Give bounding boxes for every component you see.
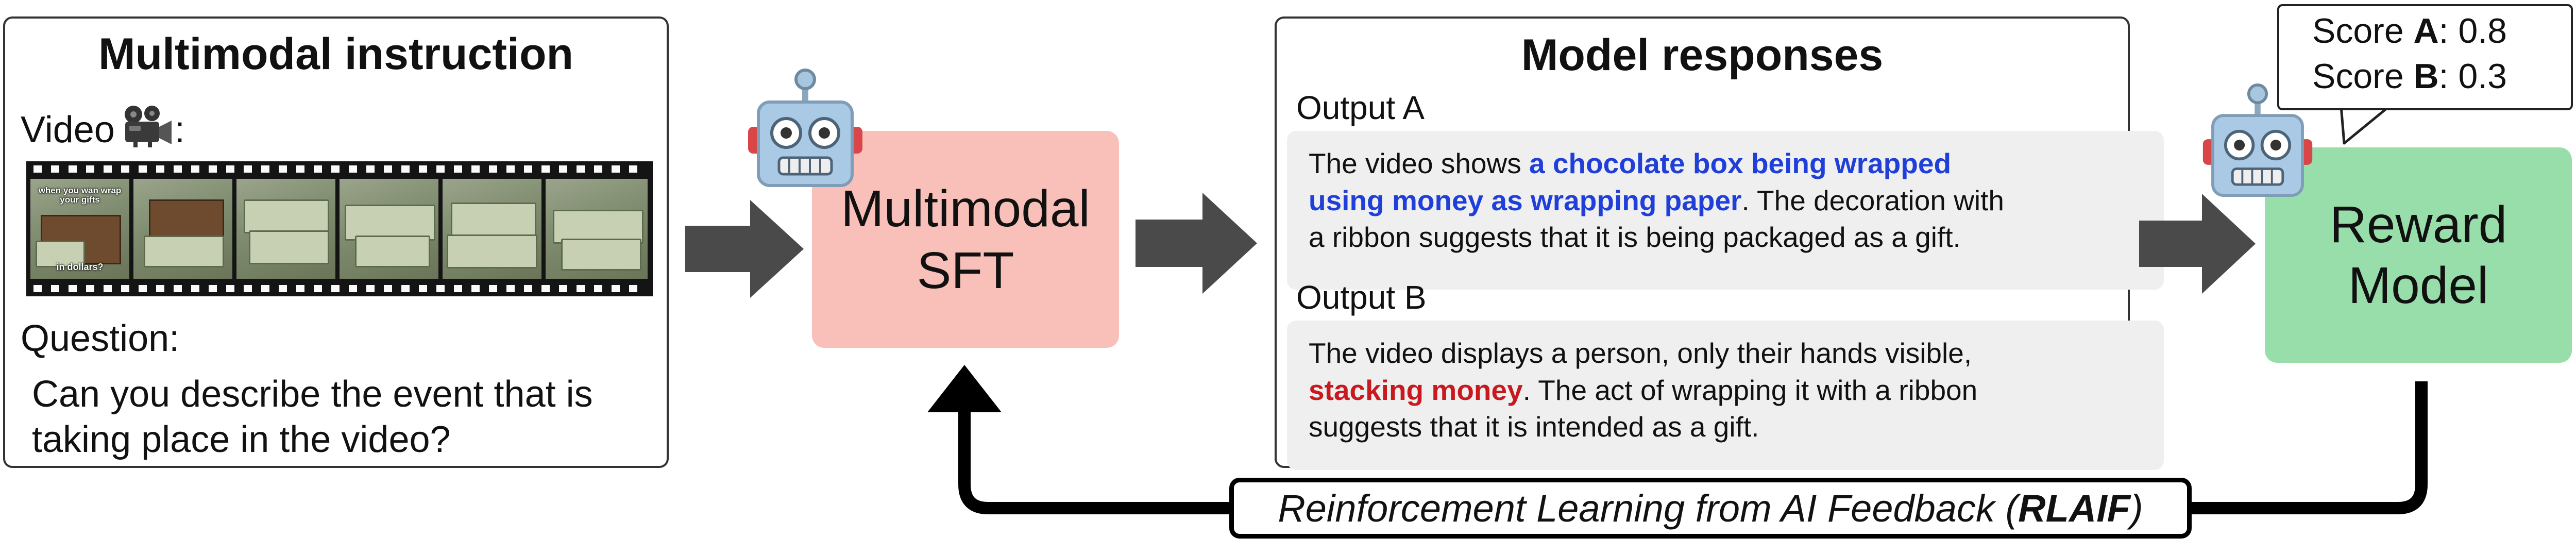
responses-panel-title: Model responses [1521,30,1884,80]
video-label-row: Video : [21,104,185,157]
score-b-value: 0.3 [2458,57,2507,96]
video-label: Video [21,109,115,150]
score-a-label: A [2413,11,2439,51]
score-b-label: B [2413,57,2439,96]
video-frame-5 [443,179,541,279]
output-b-line-3: suggests that it is intended as a gift. [1309,411,1759,443]
reward-label-line-1: Reward [2329,196,2507,254]
film-holes-top [33,165,646,173]
question-line-1: Can you describe the event that is [32,374,593,415]
reward-robot-icon [2201,79,2314,201]
question-label: Question: [21,318,180,359]
instruction-panel-title: Multimodal instruction [98,29,574,79]
multimodal-sft-box: Multimodal SFT [812,131,1119,348]
video-frame-3 [236,179,335,279]
output-a-highlight-1: a chocolate box being wrapped [1529,147,1952,179]
score-b-row: Score B: 0.3 [2312,57,2507,96]
reward-label-line-2: Model [2348,257,2489,314]
output-a-suffix: . The decoration with [1741,184,2005,216]
rlaif-close: ) [2130,486,2143,530]
rlaif-text: Reinforcement Learning from AI Feedback … [1278,486,2019,530]
video-frame-6 [546,179,648,279]
output-a-line-2: using money as wrapping paper. The decor… [1309,182,2142,220]
video-filmstrip: when you wan wrap your gifts in dollars? [26,161,653,296]
question-line-2: taking place in the video? [32,419,451,460]
arrow-to-responses [1136,193,1259,294]
movie-camera-icon [118,104,175,157]
arrow-to-sft [685,200,804,298]
video-frame-2 [133,179,232,279]
reward-model-box: Reward Model [2265,147,2572,363]
output-b-label: Output B [1296,279,1427,316]
output-a-box: The video shows a chocolate box being wr… [1287,131,2164,290]
sft-label-line-2: SFT [917,241,1014,299]
frame-caption-top: when you wan wrap your gifts [38,186,122,205]
video-frame-1: when you wan wrap your gifts in dollars? [30,179,129,279]
score-bubble: Score A: 0.8 Score B: 0.3 [2277,4,2573,110]
output-b-line-1: The video displays a person, only their … [1309,337,1972,369]
rlaif-label: Reinforcement Learning from AI Feedback … [1229,478,2192,539]
sft-label-line-1: Multimodal [841,179,1090,238]
output-b-suffix: . The act of wrapping it with a ribbon [1522,374,1978,406]
robot-icon [746,66,865,190]
output-b-highlight: stacking money [1309,374,1523,406]
output-a-highlight-2: using money as wrapping paper [1309,184,1742,216]
arrow-to-reward [2139,194,2257,294]
rlaif-acronym: RLAIF [2018,486,2131,530]
output-b-box: The video displays a person, only their … [1287,321,2164,470]
frame-caption-bottom: in dollars? [56,262,104,272]
output-a-line-3: a ribbon suggests that it is being packa… [1309,221,1961,253]
output-a-line-1: The video shows a chocolate box being wr… [1309,145,2142,182]
output-a-prefix: The video shows [1309,147,1521,179]
video-label-colon: : [174,109,185,150]
output-b-line-2: stacking money. The act of wrapping it w… [1309,372,2142,409]
score-a-row: Score A: 0.8 [2312,11,2507,51]
responses-panel: Model responses Output A The video shows… [1275,16,2164,470]
video-frame-4 [340,179,438,279]
score-a-value: 0.8 [2458,11,2507,51]
output-a-label: Output A [1296,89,1425,126]
film-holes-bottom [33,285,646,292]
